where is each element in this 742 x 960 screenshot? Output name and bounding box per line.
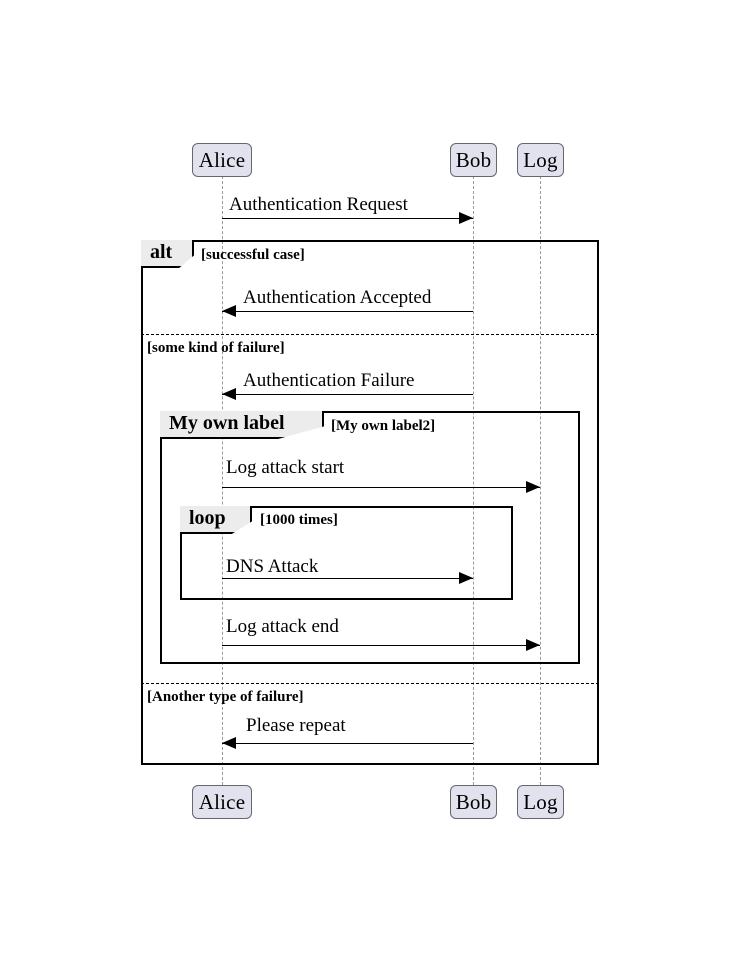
lifeline-bob <box>473 176 474 785</box>
message-label-please-repeat: Please repeat <box>246 715 346 736</box>
message-line-dns-attack <box>222 578 473 579</box>
participant-head-log[interactable]: Log <box>517 143 564 177</box>
fragment-alt-outer <box>141 240 599 765</box>
fragment-operator-tab-loop: loop <box>180 506 252 534</box>
message-label-authentication-request: Authentication Request <box>229 194 408 215</box>
fragment-guard-1000-times: [1000 times] <box>260 512 338 528</box>
message-line-log-attack-end <box>222 645 540 646</box>
participant-foot-alice-label: Alice <box>198 789 246 814</box>
message-label-log-attack-start: Log attack start <box>226 457 345 478</box>
arrowhead-right-icon <box>526 480 540 493</box>
fragment-guard-some-kind-of-failure: [some kind of failure] <box>147 340 285 356</box>
message-line-authentication-request <box>222 218 473 219</box>
message-line-authentication-accepted <box>222 311 473 312</box>
fragment-guard-successful-case: [successful case] <box>201 247 305 263</box>
message-label-authentication-accepted: Authentication Accepted <box>243 287 432 308</box>
participant-head-bob-label: Bob <box>455 147 492 172</box>
message-line-authentication-failure <box>222 394 473 395</box>
fragment-divider-1 <box>141 334 599 335</box>
arrowhead-right-icon <box>526 638 540 651</box>
fragment-operator-label-my-own-label: My own label <box>169 412 285 434</box>
message-line-please-repeat <box>222 743 473 744</box>
arrowhead-right-icon <box>459 571 473 584</box>
lifeline-alice <box>222 176 223 785</box>
fragment-operator-label-alt: alt <box>150 241 173 263</box>
message-line-log-attack-start <box>222 487 540 488</box>
fragment-guard-another-type-of-failure: [Another type of failure] <box>147 689 304 705</box>
participant-foot-bob-label: Bob <box>455 789 492 814</box>
arrowhead-right-icon <box>459 211 473 224</box>
participant-foot-log-label: Log <box>523 789 558 814</box>
participant-head-log-label: Log <box>523 147 558 172</box>
participant-head-alice[interactable]: Alice <box>192 143 252 177</box>
participant-foot-log[interactable]: Log <box>517 785 564 819</box>
participant-foot-alice[interactable]: Alice <box>192 785 252 819</box>
fragment-operator-label-loop: loop <box>189 507 226 529</box>
fragment-divider-2 <box>141 683 599 684</box>
fragment-my-own-label <box>160 411 580 664</box>
fragment-guard-my-own-label2: [My own label2] <box>331 418 436 434</box>
fragment-loop <box>180 506 513 600</box>
message-label-dns-attack: DNS Attack <box>226 556 319 577</box>
participant-head-alice-label: Alice <box>198 147 246 172</box>
participant-foot-bob[interactable]: Bob <box>450 785 497 819</box>
message-label-authentication-failure: Authentication Failure <box>243 370 415 391</box>
participant-head-bob[interactable]: Bob <box>450 143 497 177</box>
arrowhead-left-icon <box>222 387 236 400</box>
arrowhead-left-icon <box>222 736 236 749</box>
arrowhead-left-icon <box>222 304 236 317</box>
message-label-log-attack-end: Log attack end <box>226 616 339 637</box>
lifeline-log <box>540 176 541 785</box>
